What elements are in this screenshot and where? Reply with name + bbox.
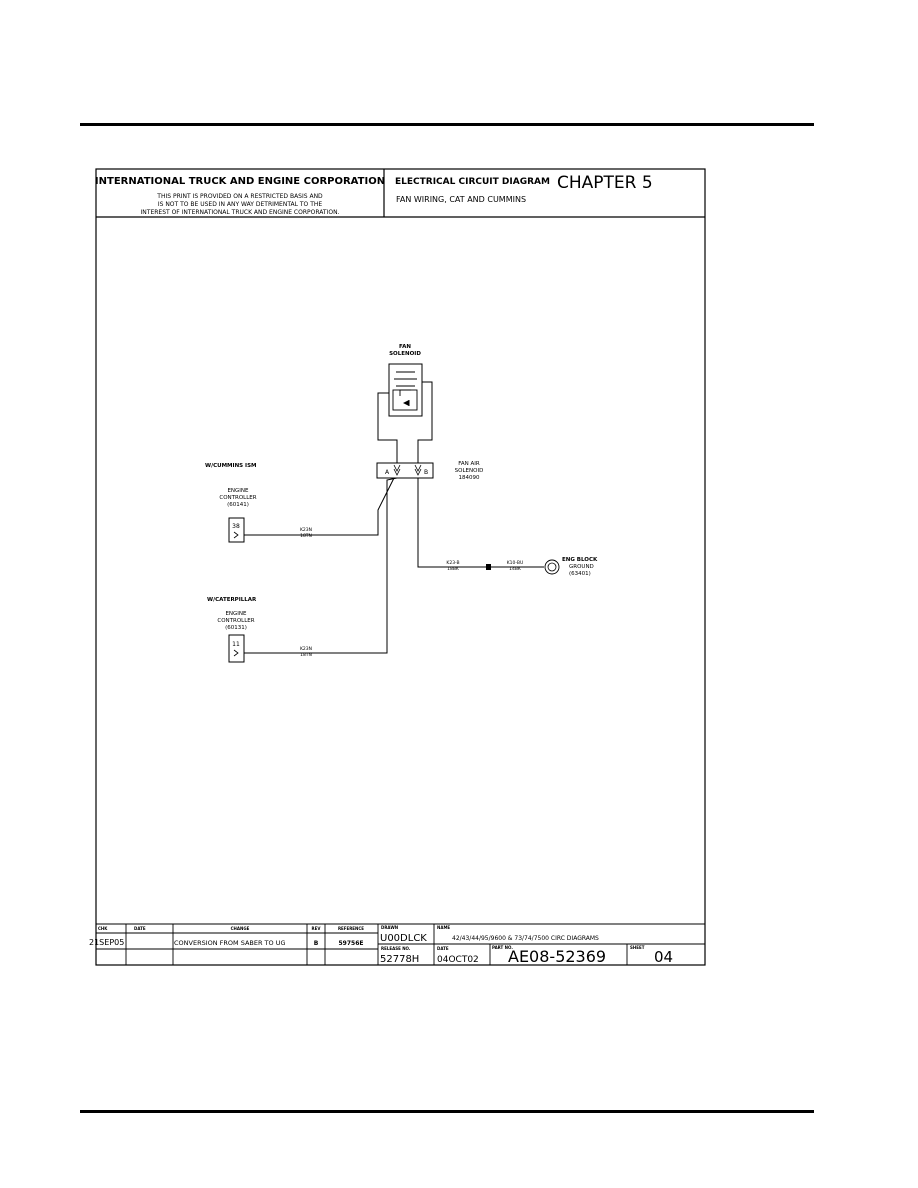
- ground-splice: [486, 564, 491, 570]
- cummins-pin-number: 38: [232, 523, 240, 530]
- cat-wire-label-1: K23N: [300, 646, 312, 652]
- wire-solenoid-b: [417, 381, 433, 463]
- revision-reference: 59756E: [339, 940, 364, 947]
- cummins-controller-pin-box: [228, 517, 245, 543]
- drawn-value: U00DLCK: [380, 933, 427, 944]
- release-number: 52778H: [380, 954, 419, 965]
- header-date-2: DATE: [437, 946, 449, 951]
- fan-air-connector: [376, 462, 434, 479]
- fan-solenoid-symbol: [388, 363, 423, 417]
- cat-controller-label-1: ENGINE: [225, 611, 247, 617]
- release-date: 04OCT02: [437, 955, 479, 965]
- cat-controller-part: (60131): [225, 625, 247, 631]
- ground-wire-a-label-2: 18BK: [447, 566, 460, 572]
- fan-solenoid-label-1: FAN: [399, 344, 411, 350]
- part-number: AE08-52369: [508, 947, 606, 966]
- header-change: CHANGE: [231, 926, 250, 931]
- revision-date: 21SEP05: [89, 938, 124, 947]
- header-date: DATE: [134, 926, 146, 931]
- drawing-frame: [95, 168, 706, 966]
- header-drawn: DRAWN: [381, 925, 398, 930]
- header-part-no: PART NO.: [492, 945, 513, 950]
- fan-air-label-2: SOLENOID: [455, 468, 484, 474]
- revision-change: CONVERSION FROM SABER TO UG: [174, 939, 286, 947]
- wire-caterpillar: [244, 477, 398, 654]
- header-rule: [80, 123, 814, 126]
- cummins-section-label: W/CUMMINS ISM: [205, 463, 257, 469]
- cat-pin-number: 11: [232, 641, 240, 648]
- drawing-name: 42/43/44/95/9600 & 73/74/7500 CIRC DIAGR…: [452, 935, 599, 942]
- chapter-label: CHAPTER 5: [557, 173, 653, 193]
- pin-b-label: B: [424, 469, 428, 476]
- header-sheet: SHEET: [630, 945, 645, 950]
- fan-air-label-1: FAN AIR: [458, 461, 480, 467]
- wire-solenoid-a: [377, 392, 398, 463]
- fan-solenoid-label-2: SOLENOID: [389, 351, 421, 357]
- ground-terminal-inner: [547, 562, 557, 572]
- restriction-line-3: INTEREST OF INTERNATIONAL TRUCK AND ENGI…: [141, 209, 340, 216]
- cummins-controller-label-1: ENGINE: [227, 488, 249, 494]
- wire-ground-a: [417, 478, 488, 568]
- cummins-wire-label-2: 18TN: [300, 533, 312, 539]
- cummins-controller-label-2: CONTROLLER: [219, 495, 256, 501]
- ground-part-number: (63401): [569, 571, 591, 577]
- wire-cummins: [244, 477, 395, 536]
- sheet-number: 04: [654, 948, 673, 966]
- diagram-type: ELECTRICAL CIRCUIT DIAGRAM: [395, 177, 550, 187]
- pin-b-arrow: [414, 464, 422, 476]
- cat-controller-label-2: CONTROLLER: [217, 618, 254, 624]
- restriction-line-2: IS NOT TO BE USED IN ANY WAY DETRIMENTAL…: [158, 201, 323, 208]
- company-name: INTERNATIONAL TRUCK AND ENGINE CORPORATI…: [95, 176, 385, 187]
- ground-label-2: GROUND: [569, 564, 594, 570]
- ground-wire-b-label-2: 14BK: [509, 566, 522, 572]
- header-rev: REV: [312, 926, 322, 931]
- pin-a-arrow: [393, 464, 401, 476]
- pin-a-label: A: [385, 469, 390, 476]
- header-reference: REFERENCE: [338, 926, 364, 931]
- cat-wire-label-2: 18TN: [300, 652, 312, 658]
- footer-rule: [80, 1110, 814, 1113]
- revision-block-grid: [96, 923, 705, 965]
- cummins-wire-label-1: K23N: [300, 527, 312, 533]
- restriction-line-1: THIS PRINT IS PROVIDED ON A RESTRICTED B…: [156, 193, 323, 200]
- revision-rev: B: [314, 940, 319, 947]
- header-chk: CHK: [98, 926, 108, 931]
- header-release: RELEASE NO.: [381, 946, 411, 951]
- fan-air-part-number: 184090: [459, 475, 480, 481]
- ground-wire-a-label-1: K23-B: [446, 560, 459, 566]
- ground-terminal-outer: [544, 559, 560, 575]
- ground-label-1: ENG BLOCK: [562, 557, 598, 563]
- header-name: NAME: [437, 925, 450, 930]
- cat-controller-pin-box: [228, 634, 245, 663]
- diagram-subtitle: FAN WIRING, CAT AND CUMMINS: [396, 195, 526, 204]
- cummins-pin-arrow: [233, 531, 239, 539]
- cat-pin-arrow: [233, 649, 239, 657]
- cummins-controller-part: (60141): [227, 502, 249, 508]
- caterpillar-section-label: W/CATERPILLAR: [207, 597, 257, 603]
- ground-wire-b-label-1: K10-BU: [507, 560, 524, 566]
